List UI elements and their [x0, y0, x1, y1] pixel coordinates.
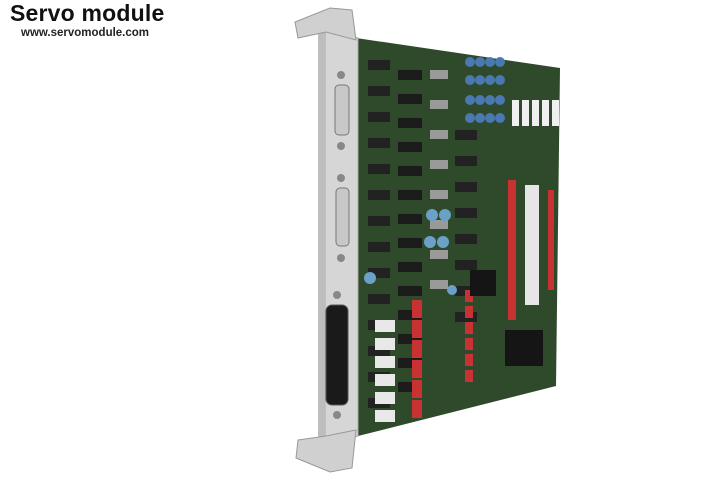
capacitor: [437, 236, 449, 248]
ic-chip: [368, 138, 390, 148]
capacitor: [495, 95, 505, 105]
ic-chip: [398, 358, 422, 368]
capacitor: [465, 113, 475, 123]
ic-chip: [398, 214, 422, 224]
header-strip: [525, 185, 539, 305]
ic-chip: [368, 164, 390, 174]
relay: [430, 160, 448, 169]
ic-chip: [368, 242, 390, 252]
ic-chip: [455, 260, 477, 270]
red-component: [465, 370, 473, 382]
relay: [430, 70, 448, 79]
ic-chip: [368, 112, 390, 122]
ic-chip: [368, 294, 390, 304]
switch: [375, 320, 395, 332]
capacitor: [475, 57, 485, 67]
processor: [470, 270, 496, 296]
ic-chip: [455, 156, 477, 166]
capacitor: [475, 95, 485, 105]
watermark-title: Servo module: [10, 0, 165, 26]
fuse: [542, 100, 549, 126]
capacitor: [475, 113, 485, 123]
relay: [430, 220, 448, 229]
red-header: [508, 180, 516, 320]
capacitor: [485, 95, 495, 105]
ic-chip: [398, 238, 422, 248]
ic-chip: [368, 60, 390, 70]
capacitor: [465, 75, 475, 85]
ic-chip: [368, 268, 390, 278]
top-handle: [294, 7, 357, 41]
red-component: [412, 300, 422, 318]
red-component: [465, 322, 473, 334]
capacitor: [495, 113, 505, 123]
capacitor: [447, 285, 457, 295]
capacitor: [495, 75, 505, 85]
capacitor: [364, 272, 376, 284]
red-component: [465, 338, 473, 350]
capacitor: [475, 75, 485, 85]
red-component: [412, 340, 422, 358]
red-component: [412, 320, 422, 338]
connector-3: [325, 304, 349, 406]
capacitor: [495, 57, 505, 67]
red-header: [548, 190, 554, 290]
ic-chip: [368, 346, 390, 356]
ic-chip: [398, 94, 422, 104]
capacitor: [485, 57, 495, 67]
fuse: [522, 100, 529, 126]
ic-chip: [398, 118, 422, 128]
ic-chip: [398, 190, 422, 200]
capacitor: [485, 75, 495, 85]
ic-chip: [368, 190, 390, 200]
ic-chip: [368, 216, 390, 226]
capacitor: [485, 113, 495, 123]
components: [364, 57, 559, 422]
red-component: [465, 290, 473, 302]
ic-chip: [368, 86, 390, 96]
ic-chip: [455, 130, 477, 140]
ic-chip: [398, 286, 422, 296]
red-component: [465, 306, 473, 318]
connector-1: [334, 84, 350, 136]
red-component: [412, 380, 422, 398]
relay: [430, 190, 448, 199]
fuse: [512, 100, 519, 126]
faceplate-edge: [318, 28, 325, 448]
red-component: [412, 360, 422, 378]
capacitor: [426, 209, 438, 221]
ic-chip: [455, 182, 477, 192]
ic-chip: [398, 334, 422, 344]
ic-chip: [398, 166, 422, 176]
fuse: [532, 100, 539, 126]
switch: [375, 410, 395, 422]
ic-chip: [398, 310, 422, 320]
capacitor: [465, 57, 475, 67]
ic-chip: [398, 142, 422, 152]
processor: [505, 330, 543, 366]
red-component: [465, 354, 473, 366]
ic-chip: [398, 70, 422, 80]
watermark-url: www.servomodule.com: [21, 27, 150, 39]
relay: [430, 280, 448, 289]
fuse: [552, 100, 559, 126]
ic-chip: [455, 208, 477, 218]
relay: [430, 100, 448, 109]
relay: [430, 130, 448, 139]
connector-2: [335, 187, 350, 247]
capacitor: [424, 236, 436, 248]
relay: [430, 250, 448, 259]
capacitor: [465, 95, 475, 105]
ic-chip: [455, 234, 477, 244]
ic-chip: [398, 382, 422, 392]
switch: [375, 356, 395, 368]
red-component: [412, 400, 422, 418]
capacitor: [439, 209, 451, 221]
bottom-handle: [295, 429, 357, 473]
switch: [375, 392, 395, 404]
switch: [375, 338, 395, 350]
ic-chip: [398, 262, 422, 272]
switch: [375, 374, 395, 386]
